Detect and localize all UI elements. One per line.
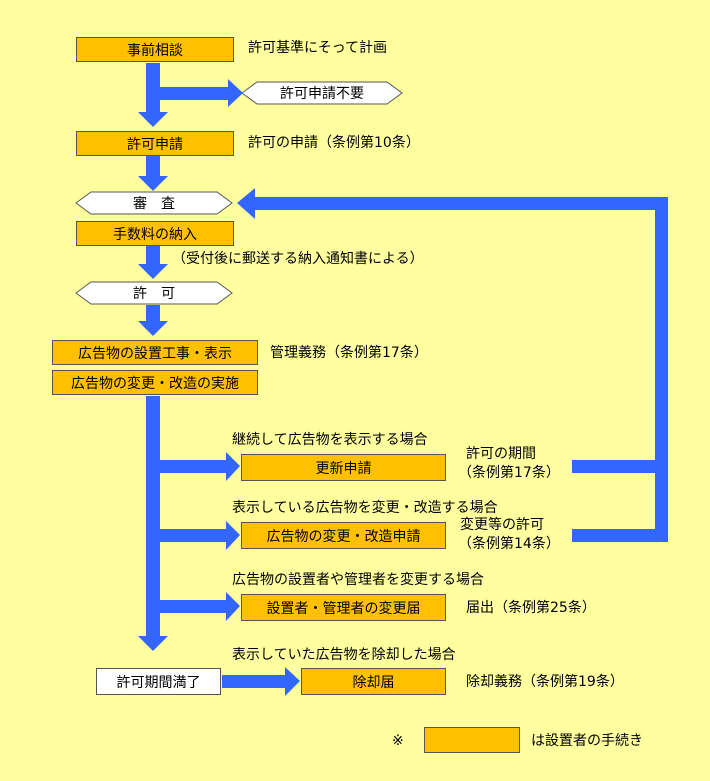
arrow-change-head	[226, 521, 240, 550]
note-change-permit-1: 変更等の許可	[460, 517, 544, 533]
arrow-renewal-head	[226, 452, 240, 481]
note-notification: 届出（条例第25条）	[466, 600, 596, 616]
legend-text: は設置者の手続き	[531, 733, 643, 749]
arrow-renewal-shaft	[153, 460, 227, 473]
hexagon-review	[75, 191, 233, 215]
step-permit-application: 許可申請	[76, 131, 234, 156]
arrow-expiry-head	[285, 667, 300, 696]
note-mailing: （受付後に郵送する納入通知書による）	[172, 251, 424, 267]
arrow-fee-shaft	[146, 246, 160, 266]
arrow-permit-head	[138, 321, 168, 336]
arrow-application-shaft	[146, 156, 160, 178]
main-trunk	[146, 396, 160, 638]
note-period-2: （条例第17条）	[458, 465, 560, 481]
arrow-owner-head	[226, 592, 240, 621]
arrow-owner-shaft	[153, 600, 227, 613]
arrow-not-required-shaft	[153, 87, 229, 100]
step-modification-work-label: 広告物の変更・改造の実施	[71, 375, 239, 392]
step-fee-payment: 手数料の納入	[76, 221, 234, 246]
loop-vertical	[655, 197, 668, 542]
note-owner-case: 広告物の設置者や管理者を変更する場合	[232, 572, 484, 588]
step-installation: 広告物の設置工事・表示	[52, 340, 258, 365]
arrow-consult-head	[138, 112, 168, 127]
step-prior-consultation-label: 事前相談	[127, 42, 183, 59]
step-prior-consultation: 事前相談	[76, 37, 234, 62]
note-plan: 許可基準にそって計画	[248, 40, 388, 56]
note-removal-case: 表示していた広告物を除却した場合	[232, 647, 456, 663]
step-permit-application-label: 許可申請	[127, 136, 183, 153]
step-removal-label: 除却届	[352, 674, 395, 691]
step-modification-work: 広告物の変更・改造の実施	[52, 370, 258, 395]
arrow-fee-head	[138, 264, 168, 279]
decision-review: 審 査	[133, 196, 175, 212]
note-continue-case: 継続して広告物を表示する場合	[232, 432, 428, 448]
step-change-application-label: 広告物の変更・改造申請	[266, 528, 421, 545]
step-expiry-label: 許可期間満了	[116, 674, 201, 691]
loop-change-out	[572, 529, 668, 542]
arrow-review-return-head	[237, 188, 255, 219]
step-owner-change-label: 設置者・管理者の変更届	[266, 600, 421, 617]
loop-renewal-out	[572, 460, 668, 473]
step-change-application: 広告物の変更・改造申請	[241, 522, 446, 549]
hexagon-not-required	[241, 81, 403, 105]
step-expiry: 許可期間満了	[96, 668, 221, 695]
legend-mark: ※	[392, 733, 404, 749]
legend-swatch	[424, 727, 520, 753]
step-removal: 除却届	[301, 668, 446, 695]
arrow-permit-shaft	[146, 305, 160, 323]
note-period-1: 許可の期間	[466, 446, 536, 462]
note-change-permit-2: （条例第14条）	[458, 536, 560, 552]
note-modify-case: 表示している広告物を変更・改造する場合	[232, 500, 498, 516]
step-owner-change: 設置者・管理者の変更届	[241, 594, 446, 621]
decision-not-required: 許可申請不要	[280, 86, 364, 102]
arrow-not-required-head	[228, 79, 243, 107]
step-renewal: 更新申請	[241, 454, 446, 481]
note-removal-duty: 除却義務（条例第19条）	[466, 674, 624, 690]
note-management: 管理義務（条例第17条）	[270, 345, 428, 361]
note-application: 許可の申請（条例第10条）	[248, 135, 420, 151]
step-renewal-label: 更新申請	[315, 460, 372, 477]
arrow-change-shaft	[153, 529, 227, 542]
arrow-expiry-shaft	[222, 675, 286, 688]
loop-top	[254, 197, 668, 210]
step-installation-label: 広告物の設置工事・表示	[78, 345, 232, 362]
decision-permit: 許 可	[133, 286, 175, 302]
arrow-application-head	[138, 176, 168, 191]
step-fee-payment-label: 手数料の納入	[113, 226, 197, 243]
arrow-trunk-head	[138, 636, 168, 651]
hexagon-permit	[75, 281, 233, 305]
